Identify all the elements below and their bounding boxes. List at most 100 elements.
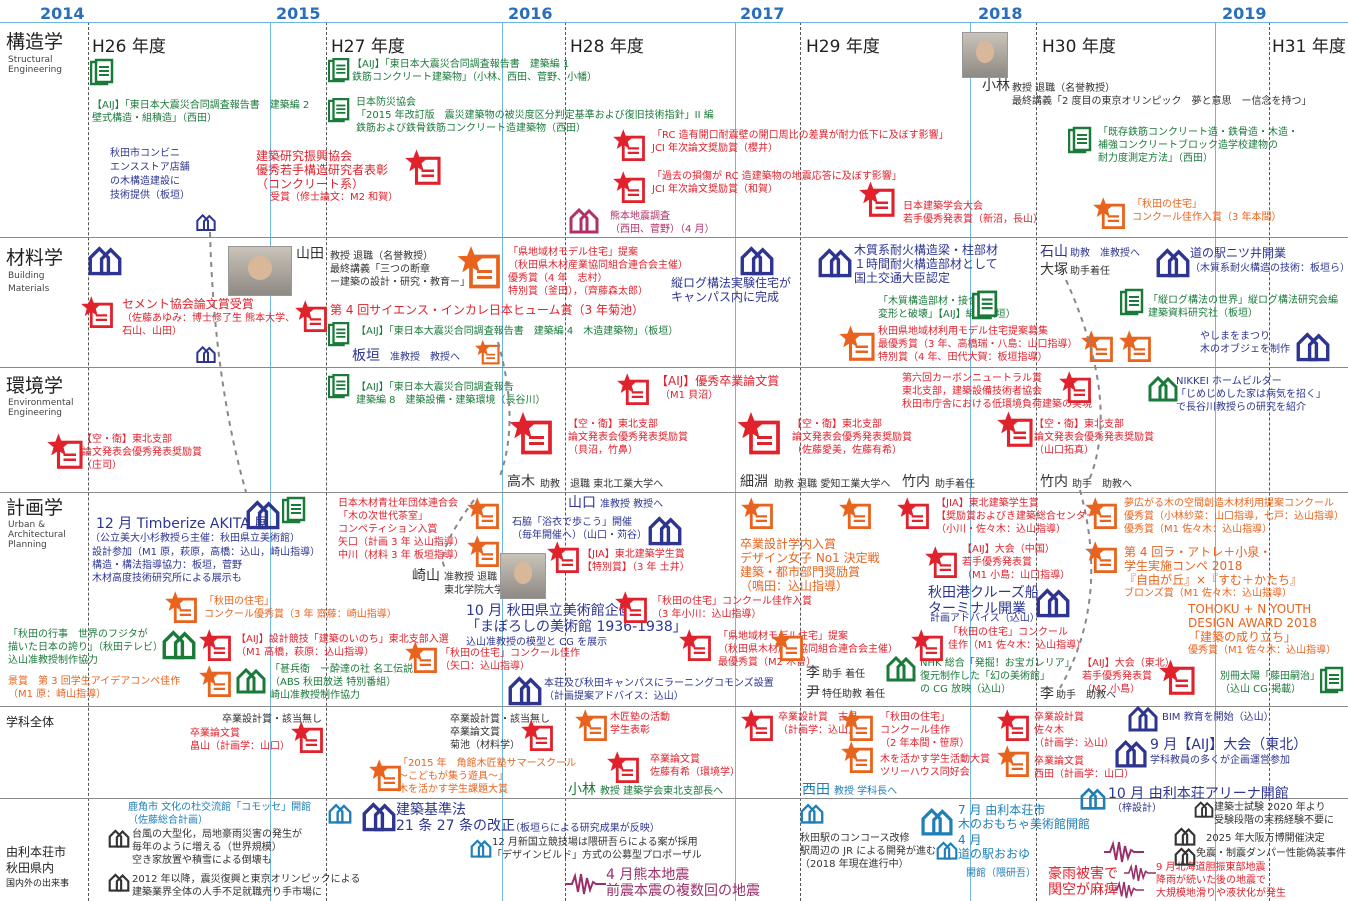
event-log-construction-book: 「縦ログ構法の世界」縦ログ構法研究会編 建築資料研究社（板垣） xyxy=(1148,295,1338,319)
award-icon xyxy=(198,664,231,698)
house-icon xyxy=(162,630,196,660)
event-model-house-2017: 秋田県地域材利用モデル住宅提案募集 最優秀賞（3 年、高橋瑞・八島：山口指導） … xyxy=(878,326,1078,363)
event-convenience-store: 秋田市コンビニ エンスストア店舗 の木構造建設に 技術提供（板垣） xyxy=(110,148,190,201)
year-line xyxy=(735,22,736,901)
event-akita-house-2016: 「秋田の住宅」コンクール佳作入賞 （3 年小川：込山指導） xyxy=(652,596,812,620)
event-itagaki-promote: 准教授 教授へ xyxy=(390,352,460,363)
fiscal-year-label: H29 年度 xyxy=(806,37,880,57)
house-icon xyxy=(328,803,352,824)
person-lee: 李 xyxy=(1040,686,1054,702)
event-museum-exhibition-sub: 込山准教授の模型と CG を展示 xyxy=(466,637,608,648)
row-sub-planning: Planning xyxy=(8,540,47,550)
event-osaka-expo: 2025 年大阪万博開催決定 xyxy=(1206,833,1325,844)
award-icon xyxy=(616,372,649,406)
fiscal-year-label: H27 年度 xyxy=(331,37,405,57)
person-yamada: 山田 xyxy=(296,246,324,262)
award-icon xyxy=(840,708,873,742)
event-lee-promote: 助手 助教へ xyxy=(1056,690,1116,701)
event-aij-tohoku-2018: 【AIJ】大会（東北） 若手優秀発表賞 （M2 小島） xyxy=(1082,658,1175,695)
event-tea-room-competition: 日本木材青壮年団体連合会 「木の次世代茶室」 コンペティション入賞 矢口（計画 … xyxy=(338,498,464,561)
house-icon xyxy=(569,208,599,234)
event-graduation-thesis-award-sub: （M1 貝沼） xyxy=(660,390,719,401)
earthquake-icon xyxy=(1104,841,1144,863)
event-tohoku-youth-award-sub: 優秀賞（M1 佐々木：込山指導） xyxy=(1188,645,1337,656)
event-thesis-award-nishida: 卒業論文賞 西田（計画学：山口） xyxy=(1034,756,1134,780)
event-timberize-akita-detail: 設計参加（M1 原，萩原，高橋：込山，崎山指導） 構造・構法指導協力：板垣，菅野… xyxy=(92,547,321,584)
row-separator xyxy=(0,706,1348,707)
event-learning-commons: 本荘及び秋田キャンパスにラーニングコモンズ設置 （計画提案アドバイス：込山） xyxy=(544,678,774,702)
row-label-department: 学科全体 xyxy=(6,715,55,729)
award-icon xyxy=(46,432,83,469)
event-michinoeki-futatsui: 道の駅ニツ井開業 xyxy=(1190,246,1287,260)
event-sakiyama-retire: 准教授 退職 東北学院大学へ xyxy=(444,572,514,596)
event-jci-award-1: 「RC 造有開口耐震壁の開口周比の差異が耐力低下に及ぼす影響」 JCI 年次論文… xyxy=(652,130,949,154)
event-cruise-terminal: 秋田港クルーズ船 ターミナル開業 xyxy=(928,585,1039,617)
event-cruise-terminal-sub: 計画アドバイス（込山） xyxy=(930,613,1040,624)
award-icon xyxy=(1058,370,1091,404)
event-aij-wood: 【AIJ】「東日本大震災合同調査報告書 建築編 4 木造建築物」（板垣） xyxy=(356,326,679,337)
event-fireproof-certified: 木質系耐火構造梁・柱部材 １時間耐火構造部材として 国土交通大臣認定 xyxy=(854,243,999,285)
house-icon xyxy=(1174,827,1196,846)
event-no-design-award-2015: 卒業設計賞・該当無し xyxy=(222,714,322,725)
event-architect-exam: 建築士試験 2020 年より 受験段階の実務経験不要に xyxy=(1214,802,1334,826)
event-science-incolle: 第 4 回サイエンス・インカレ日本ヒューム賞（3 年菊池） xyxy=(330,303,644,317)
row-separator xyxy=(0,237,1348,238)
event-museum-exhibition: 10 月 秋田県立美術館企画展 「まぼろしの美術館 1936-1938」 xyxy=(466,603,687,635)
row-sub-structural: Engineering xyxy=(8,65,62,75)
award-icon xyxy=(910,628,943,662)
event-nishida-head: 教授 学科長へ xyxy=(834,786,898,797)
year-2015: 2015 xyxy=(276,4,321,23)
house-icon xyxy=(88,246,122,276)
event-tree-house: 木を活かす学生活動大賞 ツリーハウス同好会 xyxy=(880,754,990,778)
event-disaster-association: 日本防災協会 「2015 年改訂版 震災建築物の被災度区分判定基準および復旧技術… xyxy=(356,97,714,134)
event-aij-tohoku-conference-sub: 学科教員の多くが企画運営参加 xyxy=(1150,755,1290,766)
award-icon xyxy=(840,740,873,774)
event-building-law-revision-sub: （板垣らによる研究成果が反映） xyxy=(510,823,660,834)
event-vertical-log-house: 縦ログ構法実験住宅が キャンパス内に完成 xyxy=(671,276,792,304)
event-landscape-award: 景賞 第 3 回学生アイデアコンペ佳作 （M1 原：崎山指導） xyxy=(8,676,181,700)
header-rule xyxy=(0,22,1348,23)
event-thesis-award-2015: 卒業論文賞 畠山（計画学：山口） xyxy=(190,728,290,752)
person-takagi: 高木 xyxy=(507,474,535,490)
award-icon xyxy=(290,720,323,754)
book-icon xyxy=(328,98,350,123)
house-icon xyxy=(1080,788,1106,810)
award-icon xyxy=(612,170,645,204)
event-school-measure: 「既存鉄筋コンクリート造・鉄骨造・木造・ 補強コンクリートブロック造学校建物の … xyxy=(1098,127,1298,164)
award-icon xyxy=(1158,658,1195,695)
house-icon xyxy=(800,803,824,824)
award-icon xyxy=(1084,540,1117,574)
person-kobayashi: 小林 xyxy=(568,782,596,798)
book-icon xyxy=(282,496,306,524)
award-icon xyxy=(1092,196,1125,230)
house-icon xyxy=(362,802,396,832)
book-icon xyxy=(328,322,350,347)
event-la-atre-competition: 第 4 回ラ・アトレ＋小泉・ 学生実施コンペ 2018 『自由が丘』×『すむ＋か… xyxy=(1124,545,1303,587)
event-la-atre-competition-sub: ブロンズ賞（M1 佐々木：込山指導） xyxy=(1124,588,1292,599)
event-jinbee-abs: 「甚兵衛 ー酔達の社 名工伝説ー」 （ABS 秋田放送 特別番組） 崎山准教授制… xyxy=(270,664,434,701)
earthquake-icon xyxy=(566,873,606,895)
event-akita-house-2017: 「秋田の住宅」コンクール 佳作（M1 佐々木：込山指導） xyxy=(948,627,1087,651)
event-model-house-2016: 「県地域材モデル住宅」提案 （秋田県木材産業協同組合連合会主催） 優秀賞（4 年… xyxy=(508,247,688,297)
award-icon xyxy=(1084,496,1117,530)
person-sakiyama: 崎山 xyxy=(412,568,440,584)
fiscal-line xyxy=(1036,22,1037,901)
event-yamaguchi-promote: 准教授 教授へ xyxy=(600,499,664,510)
event-aij-tohoku-conference: 9 月【AIJ】大会（東北） xyxy=(1150,737,1308,753)
house-icon xyxy=(508,676,542,706)
book-icon xyxy=(1320,666,1344,694)
year-line xyxy=(1215,22,1216,901)
book-icon xyxy=(972,290,998,320)
portrait-photo xyxy=(228,246,292,296)
award-icon xyxy=(1080,328,1113,363)
house-icon xyxy=(818,248,852,278)
fiscal-line xyxy=(1269,22,1270,901)
award-icon xyxy=(368,758,401,792)
event-shasei-2016: 【空・衛】東北支部 論文発表会優秀発表奨励賞 （貝沼，竹鼻） xyxy=(568,419,688,456)
house-icon xyxy=(196,214,216,232)
person-takeuchi: 竹内 xyxy=(902,474,930,490)
fiscal-line xyxy=(88,22,89,901)
event-kansai-flood: 豪雨被害で 関空が麻痺 xyxy=(1048,866,1118,898)
event-building-law-revision: 建築基準法 21 条 27 条の改正 xyxy=(396,802,515,834)
award-icon xyxy=(896,496,929,530)
